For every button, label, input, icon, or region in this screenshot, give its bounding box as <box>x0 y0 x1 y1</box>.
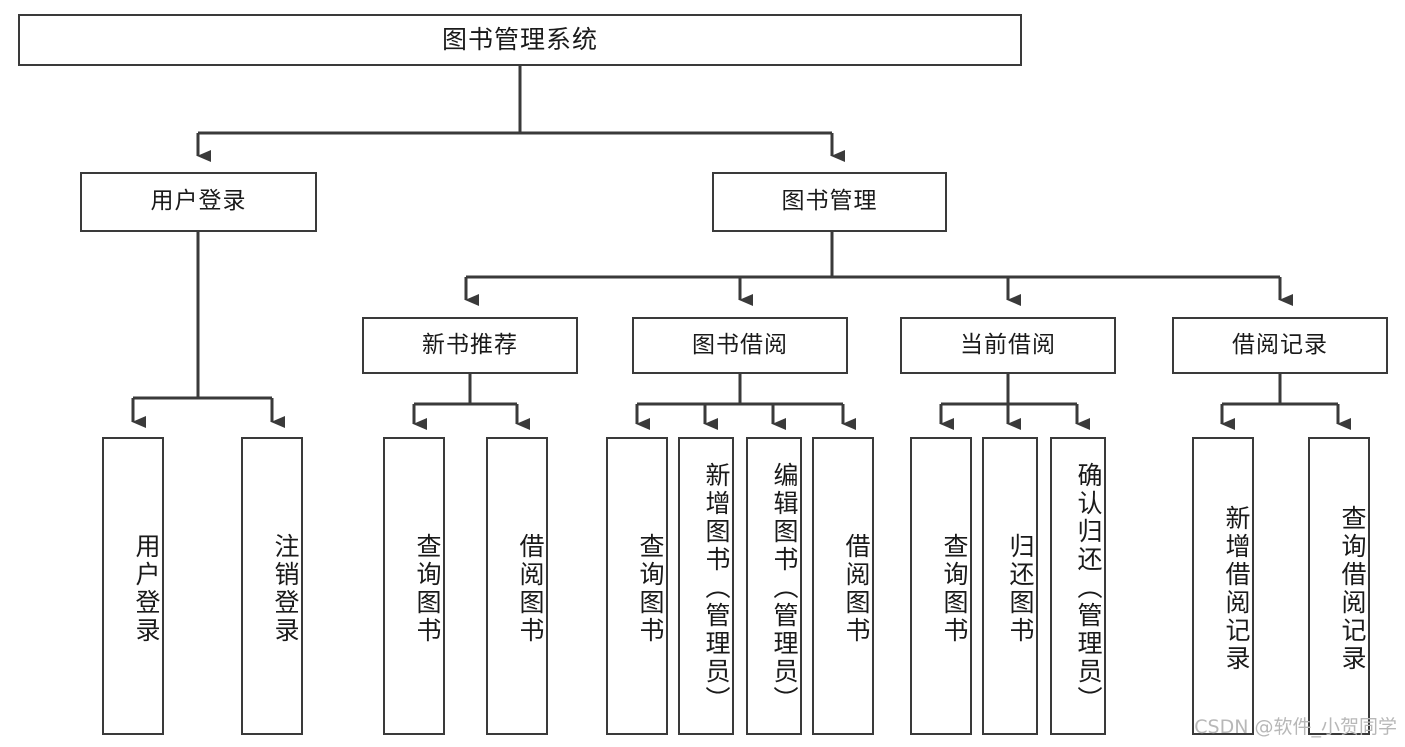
leaf-user-login[interactable]: 用户登录 <box>102 437 164 735</box>
leaf-query-book-recommend[interactable]: 查询图书 <box>383 437 445 735</box>
csdn-watermark: CSDN @软件_小贺同学 <box>1194 716 1397 738</box>
leaf-add-book-admin[interactable]: 新增图书（管理员） <box>678 437 734 735</box>
node-current-borrow[interactable]: 当前借阅 <box>900 317 1116 374</box>
leaf-confirm-return-admin[interactable]: 确认归还（管理员） <box>1050 437 1106 735</box>
leaf-query-book-current[interactable]: 查询图书 <box>910 437 972 735</box>
leaf-query-book-borrow[interactable]: 查询图书 <box>606 437 668 735</box>
leaf-borrow-book-recommend[interactable]: 借阅图书 <box>486 437 548 735</box>
node-borrow-record[interactable]: 借阅记录 <box>1172 317 1388 374</box>
leaf-edit-book-admin[interactable]: 编辑图书（管理员） <box>746 437 802 735</box>
node-root-system[interactable]: 图书管理系统 <box>18 14 1022 66</box>
leaf-add-borrow-record[interactable]: 新增借阅记录 <box>1192 437 1254 735</box>
leaf-user-logout[interactable]: 注销登录 <box>241 437 303 735</box>
node-book-borrow[interactable]: 图书借阅 <box>632 317 848 374</box>
leaf-return-book[interactable]: 归还图书 <box>982 437 1038 735</box>
node-new-book-recommend[interactable]: 新书推荐 <box>362 317 578 374</box>
leaf-borrow-book-borrow[interactable]: 借阅图书 <box>812 437 874 735</box>
leaf-query-borrow-record[interactable]: 查询借阅记录 <box>1308 437 1370 735</box>
node-book-management[interactable]: 图书管理 <box>712 172 947 232</box>
node-user-login[interactable]: 用户登录 <box>80 172 317 232</box>
